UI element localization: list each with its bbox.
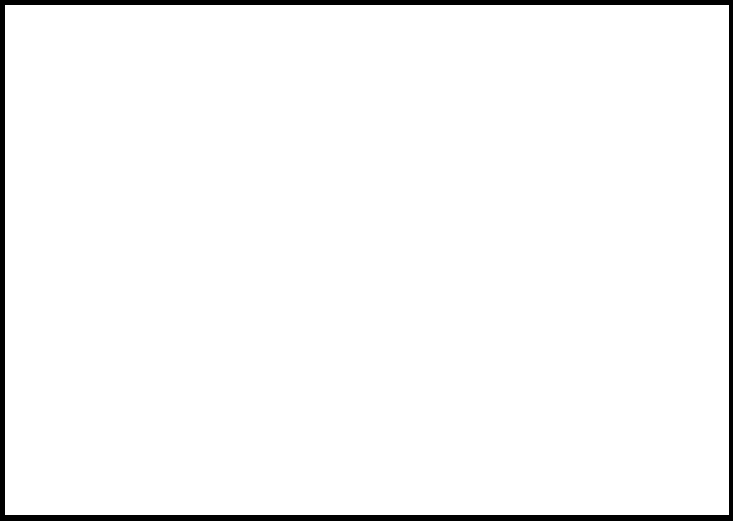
figure-frame: [0, 0, 733, 521]
